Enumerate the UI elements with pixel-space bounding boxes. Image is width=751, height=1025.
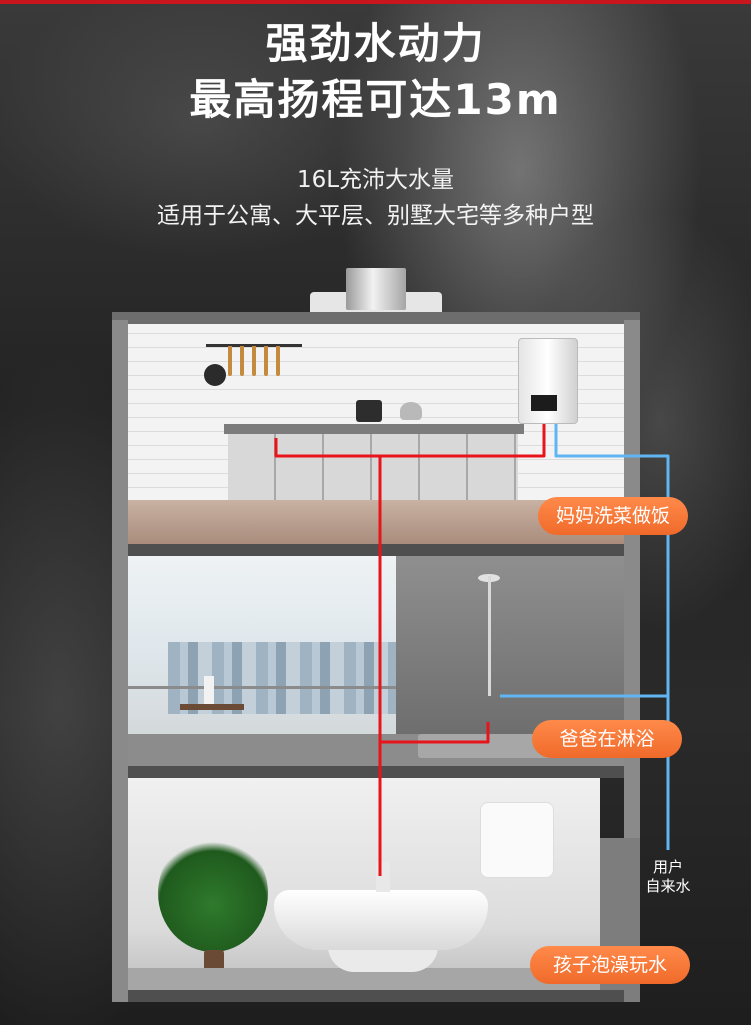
headline-line2: 最高扬程可达13m [189, 75, 562, 124]
tap-water-label: 用户 自来水 [640, 858, 696, 896]
headline-line1: 强劲水动力 [265, 19, 486, 68]
kettle [400, 402, 422, 420]
roof-vent-pipe [346, 268, 406, 310]
tap-water-label-line2: 自来水 [645, 877, 691, 895]
shower-wall [396, 556, 624, 734]
kitchen-counter [224, 424, 524, 434]
wall-mirror [480, 802, 554, 878]
house-roof [112, 312, 640, 324]
shower-usage-badge: 爸爸在淋浴 [532, 720, 682, 758]
balcony-railing [128, 686, 398, 689]
shower-riser [488, 576, 491, 696]
floor-slab [128, 990, 624, 1002]
utensil [240, 346, 244, 376]
cooking-pot [356, 400, 382, 422]
bathtub [274, 890, 488, 950]
utensil [252, 346, 256, 376]
utensil-rail [206, 344, 302, 347]
subtitle-line1: 16L充沛大水量 [296, 167, 455, 193]
kitchen-cabinets [228, 434, 518, 500]
bathtub-base [328, 946, 438, 972]
house-left-wall [112, 320, 128, 1002]
bathtub-faucet [376, 862, 390, 892]
potted-plant [158, 834, 268, 952]
tap-water-label-line1: 用户 [652, 858, 683, 876]
bathroom [128, 778, 600, 990]
kitchen-usage-badge: 妈妈洗菜做饭 [538, 497, 688, 535]
house-right-wall [624, 320, 640, 840]
utensil [276, 346, 280, 376]
bathroom-floor [128, 968, 600, 990]
floor-slab [128, 766, 624, 778]
utensil [228, 346, 232, 376]
subtitle-line2: 适用于公寓、大平层、别墅大宅等多种户型 [157, 203, 594, 229]
frying-pan [204, 364, 226, 386]
bath-usage-badge: 孩子泡澡玩水 [530, 946, 690, 984]
top-accent-bar [0, 0, 751, 4]
water-heater-display [531, 395, 557, 411]
water-heater [518, 338, 578, 424]
utensil [264, 346, 268, 376]
vase [204, 676, 214, 704]
floor-slab [128, 544, 624, 556]
side-table [180, 704, 244, 710]
